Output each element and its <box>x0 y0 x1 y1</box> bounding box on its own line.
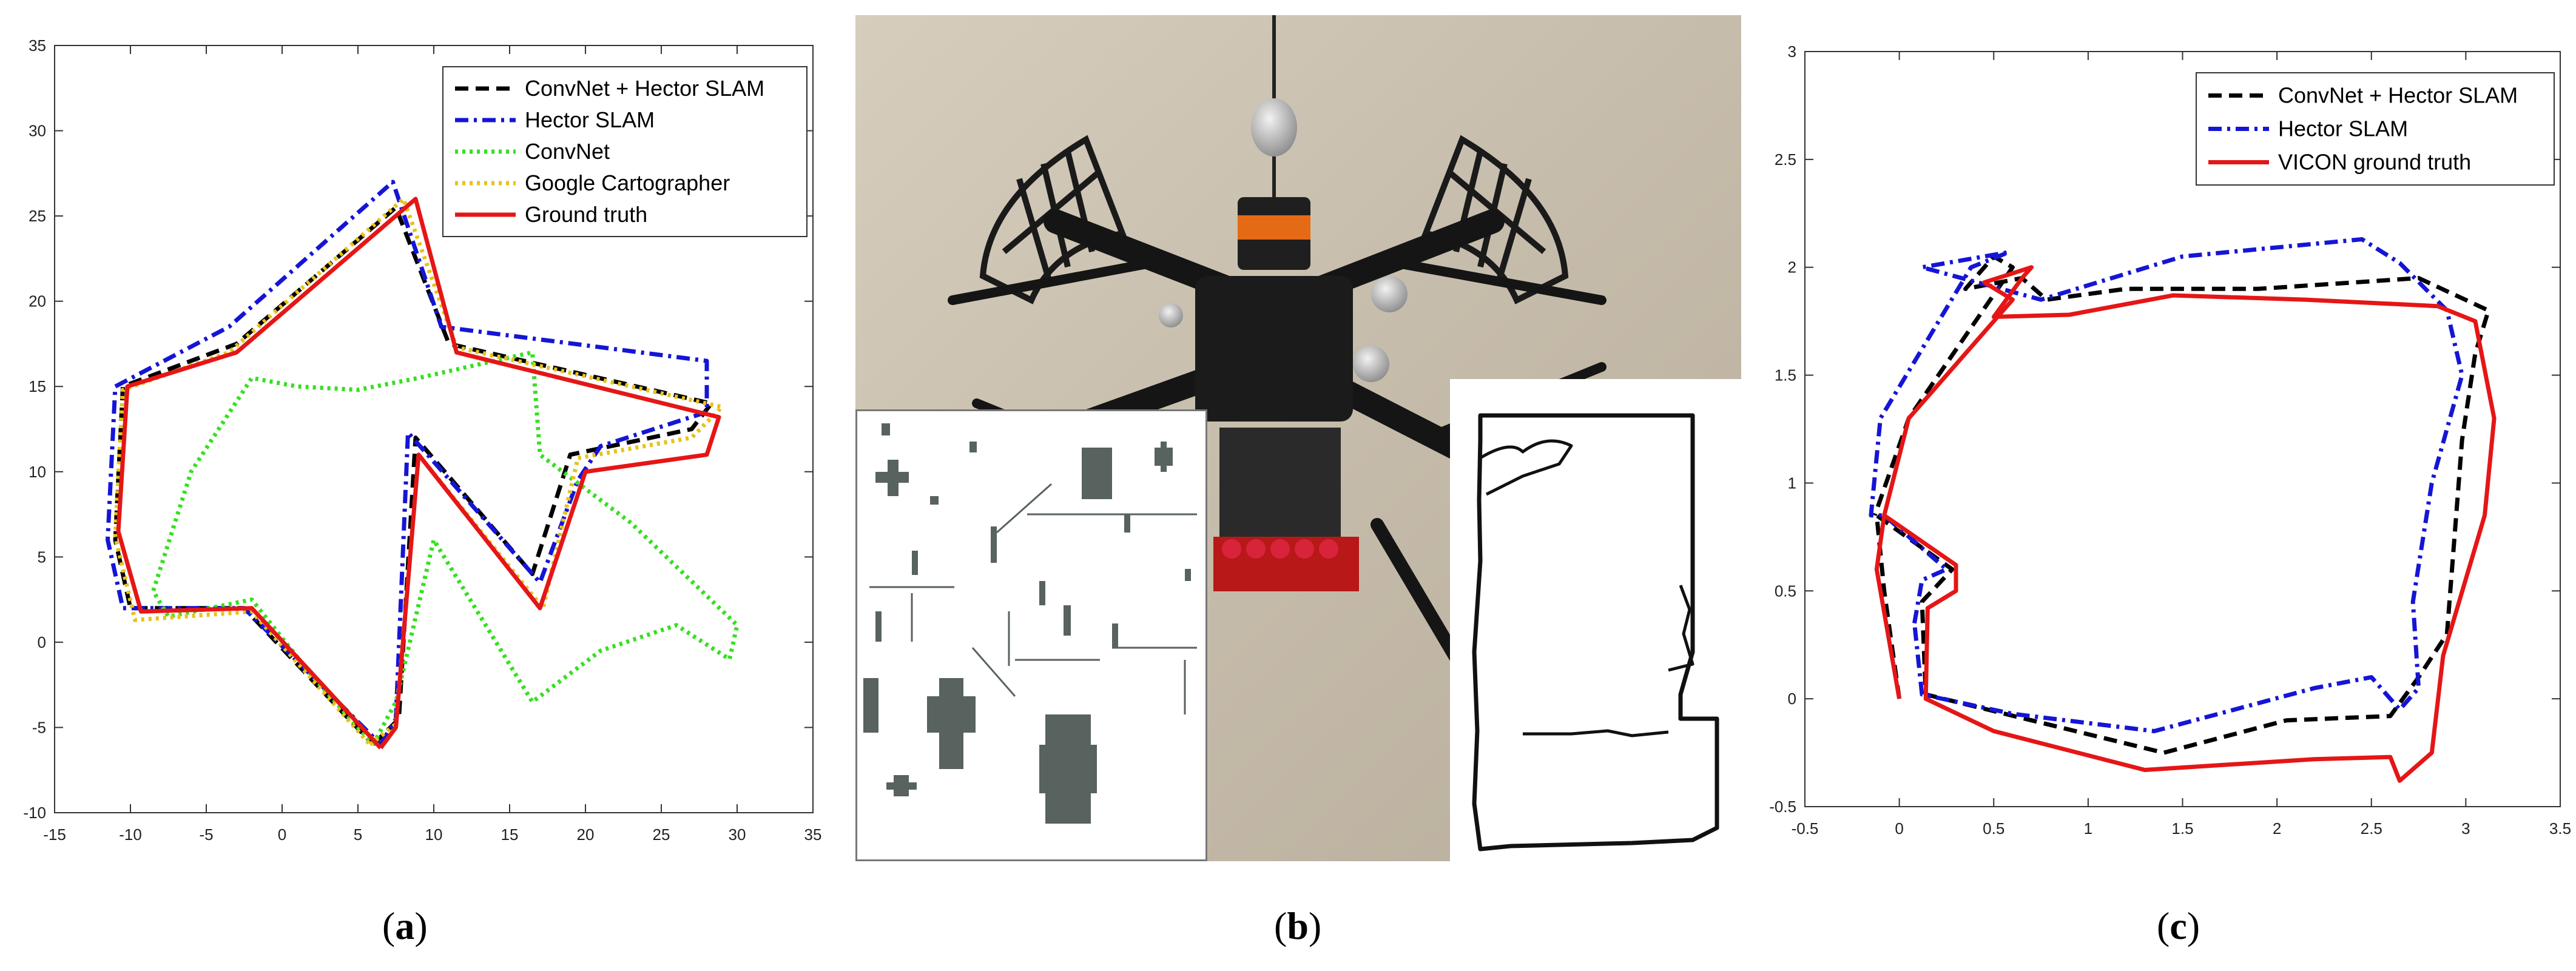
occupancy-boundary <box>1472 413 1719 852</box>
x-tick-label: 20 <box>577 825 595 844</box>
y-tick-label: 15 <box>29 377 46 395</box>
x-tick-label: 3.5 <box>2549 819 2571 838</box>
x-tick-label: -5 <box>199 825 213 844</box>
caption-b: (b) <box>1274 904 1322 947</box>
x-tick-label: 35 <box>804 825 822 844</box>
y-tick-label: 3 <box>1788 42 1796 61</box>
series-hector-slam <box>1869 237 2464 733</box>
series-vicon-ground-truth <box>1874 265 2497 783</box>
marker-ball-right <box>1371 276 1408 312</box>
lidar-orange-band <box>1238 215 1310 240</box>
x-tick-label: 5 <box>354 825 362 844</box>
y-tick-label: -5 <box>32 718 46 736</box>
chart-a-legend: ConvNet + Hector SLAM Hector SLAM ConvNetG… <box>442 66 808 237</box>
marker-ball-lower-right <box>1353 346 1389 382</box>
caption-a-letter: a <box>395 904 415 947</box>
marker-ball-top <box>1251 98 1297 156</box>
legend-label: Google Cartographer <box>525 170 730 195</box>
y-tick-label: 35 <box>29 36 46 55</box>
series-google-cartographer <box>113 197 724 747</box>
caption-b-letter: b <box>1287 904 1309 947</box>
x-tick-label: 10 <box>425 825 443 844</box>
x-tick-label: 0.5 <box>1983 819 2004 838</box>
caption-c-letter: c <box>2170 904 2187 947</box>
series-convnet-hector-slam <box>113 205 713 747</box>
y-tick-label: 1.5 <box>1775 366 1796 385</box>
caption-c: (c) <box>2157 904 2200 947</box>
series-convnet <box>151 350 740 746</box>
y-tick-label: 25 <box>29 207 46 225</box>
chart-c-axes: -0.5 0 0.5 1 1.5 2 2.5 3 3.5 -0.5 0 0.5 1 1.5 2 2.5 3 <box>1769 42 2571 838</box>
occupancy-map-inset <box>1450 379 1741 861</box>
x-tick-label: 15 <box>501 825 519 844</box>
legend-box <box>442 66 808 237</box>
drone-body <box>1195 276 1353 422</box>
x-tick-label: 3 <box>2461 819 2470 838</box>
marker-ball-left <box>1159 303 1183 328</box>
chart-a-axes: -15 -10 -5 0 5 10 15 20 25 30 35 -10 -5 0 5 10 15 20 25 30 3… <box>23 36 821 844</box>
y-tick-label: 1 <box>1788 474 1796 492</box>
simulated-map-inset <box>855 409 1207 861</box>
x-tick-label: -0.5 <box>1792 819 1819 838</box>
occupancy-map <box>1472 413 1719 852</box>
series-convnet-hector-slam <box>1872 254 2491 755</box>
legend-label: ConvNet + Hector SLAM <box>525 76 764 101</box>
x-tick-label: 1 <box>2084 819 2092 838</box>
y-tick-label: -10 <box>23 804 46 822</box>
y-tick-label: 0 <box>38 633 46 651</box>
drone-photo-panel <box>855 15 1741 861</box>
y-tick-label: 30 <box>29 122 46 140</box>
legend-label: ConvNet <box>525 139 610 164</box>
map-obstacles <box>863 423 1191 824</box>
y-tick-label: 2.5 <box>1775 150 1796 169</box>
y-tick-label: 10 <box>29 463 46 481</box>
legend-label: VICON ground truth <box>2278 150 2471 175</box>
simulated-map <box>863 423 1197 824</box>
x-tick-label: 0 <box>278 825 286 844</box>
y-tick-label: 5 <box>38 548 46 566</box>
legend-box <box>2196 72 2555 186</box>
x-tick-label: 2.5 <box>2361 819 2382 838</box>
y-tick-label: 0.5 <box>1775 582 1796 600</box>
chart-c-legend: ConvNet + Hector SLAM Hector SLAM VICON gr… <box>2196 72 2555 186</box>
x-tick-label: 2 <box>2273 819 2281 838</box>
legend-label: Hector SLAM <box>525 107 655 132</box>
chart-a-series-group <box>106 180 740 750</box>
map-walls <box>869 483 1197 714</box>
chart-a-plot-frame <box>54 45 814 813</box>
y-tick-label: 0 <box>1788 690 1796 708</box>
legend-label: Hector SLAM <box>2278 116 2408 141</box>
y-tick-label: -0.5 <box>1769 798 1796 816</box>
legend-label: ConvNet + Hector SLAM <box>2278 83 2518 108</box>
x-tick-label: -10 <box>119 825 142 844</box>
chart-c-series-group <box>1869 237 2497 783</box>
x-tick-label: 0 <box>1895 819 1903 838</box>
legend-label: Ground truth <box>525 202 647 227</box>
series-ground-truth <box>116 197 721 750</box>
red-standoffs <box>1222 539 1338 559</box>
x-tick-label: -15 <box>43 825 66 844</box>
x-tick-label: 30 <box>729 825 746 844</box>
series-hector-slam <box>106 180 709 747</box>
chart-c-plot-frame <box>1804 51 2561 807</box>
x-tick-label: 1.5 <box>2171 819 2193 838</box>
y-tick-label: 2 <box>1788 258 1796 277</box>
caption-a: (a) <box>382 904 428 947</box>
x-tick-label: 25 <box>653 825 670 844</box>
y-tick-label: 20 <box>29 292 46 311</box>
